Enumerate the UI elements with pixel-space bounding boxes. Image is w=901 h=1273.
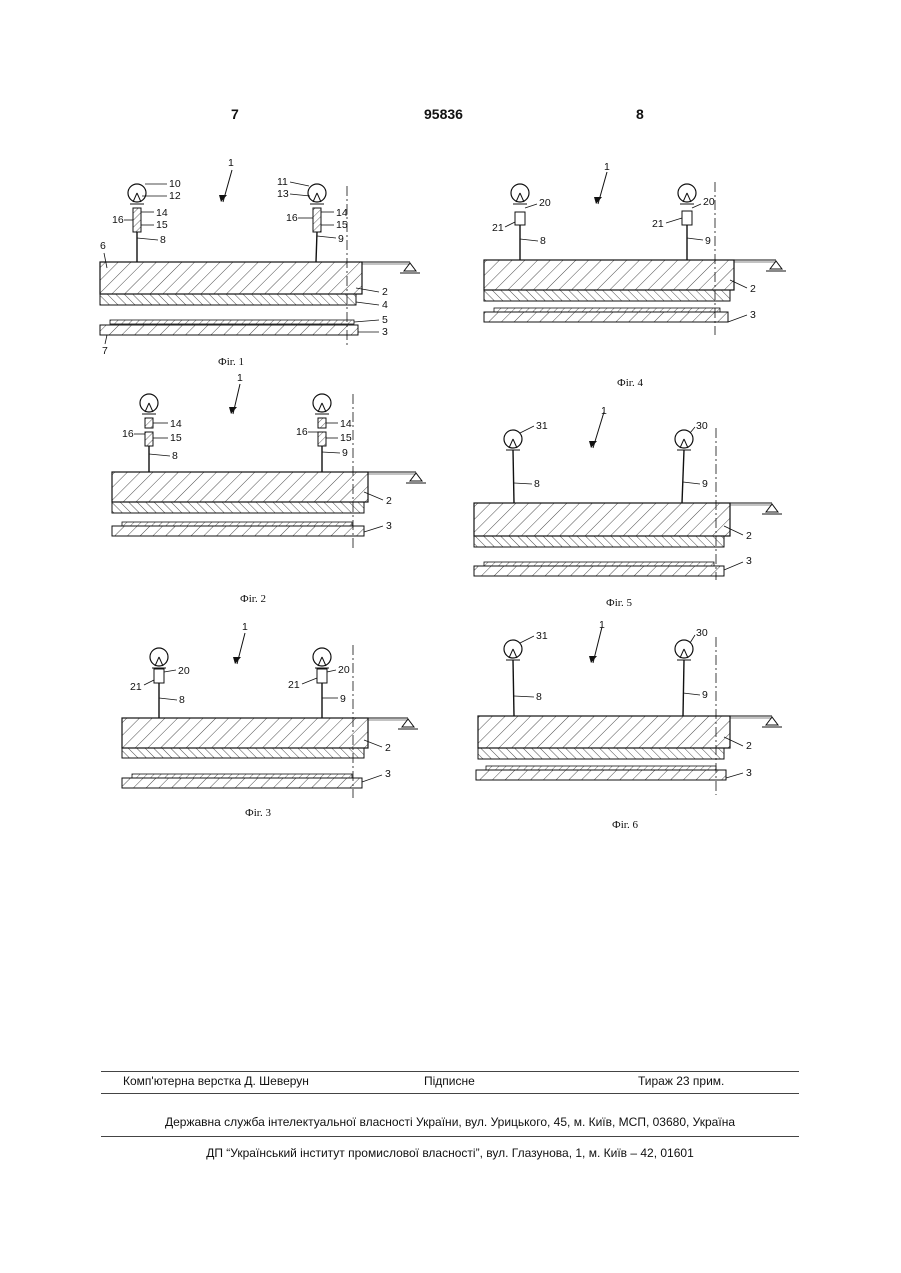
fig2-label-right-body: 16 bbox=[296, 426, 308, 438]
fig3-label-plate2: 2 bbox=[385, 742, 391, 754]
figure-2-drawing: 1 14 16 15 8 14 16 15 9 bbox=[100, 372, 430, 607]
figure-6: 1 31 8 30 9 2 3 Фіг. 6 bbox=[466, 615, 806, 835]
fig5-label-right-wheel: 30 bbox=[696, 420, 708, 432]
fig6-label-plate3: 3 bbox=[746, 767, 752, 779]
fig4-label-left-arm: 21 bbox=[492, 222, 504, 234]
fig4-label-right-rod: 9 bbox=[705, 235, 711, 247]
fig4-label-body: 1 bbox=[604, 161, 610, 173]
fig4-label-right-arm: 21 bbox=[652, 218, 664, 230]
footer-rule-middle bbox=[101, 1093, 799, 1094]
fig2-label-left-rod: 8 bbox=[172, 450, 178, 462]
fig1-label-left-wheel: 10 bbox=[169, 178, 181, 190]
footer-rule-bottom bbox=[101, 1136, 799, 1137]
signed-note: Підписне bbox=[424, 1074, 475, 1088]
fig2-label-right-upper: 14 bbox=[340, 418, 352, 430]
fig1-label-left-rod: 8 bbox=[160, 234, 166, 246]
typesetting-credit: Комп'ютерна верстка Д. Шеверун bbox=[123, 1074, 309, 1088]
fig6-label-plate2: 2 bbox=[746, 740, 752, 752]
fig1-label-right-lower: 15 bbox=[336, 219, 348, 231]
institute-address: ДП “Український інститут промислової вла… bbox=[101, 1146, 799, 1160]
fig3-label-plate3: 3 bbox=[385, 768, 391, 780]
figure-4-drawing: 1 20 21 8 20 21 9 2 3 bbox=[472, 160, 802, 395]
fig2-label-plate2: 2 bbox=[386, 495, 392, 507]
fig1-label-right-rod: 9 bbox=[338, 233, 344, 245]
fig2-caption: Фіг. 2 bbox=[240, 593, 266, 605]
fig1-label-left-axis: 12 bbox=[169, 190, 181, 202]
fig5-caption: Фіг. 5 bbox=[606, 597, 633, 609]
fig4-label-right-block: 20 bbox=[703, 196, 715, 208]
fig5-label-body: 1 bbox=[601, 405, 607, 417]
fig1-label-left-body: 16 bbox=[112, 214, 124, 226]
fig6-label-body: 1 bbox=[599, 619, 605, 631]
fig2-label-left-lower: 15 bbox=[170, 432, 182, 444]
fig1-label-plate2: 2 bbox=[382, 286, 388, 298]
fig2-label-plate3: 3 bbox=[386, 520, 392, 532]
fig1-label-left-lower: 15 bbox=[156, 219, 168, 231]
fig1-label-right-upper: 14 bbox=[336, 207, 348, 219]
fig4-label-left-block: 20 bbox=[539, 197, 551, 209]
figure-1: 1 10 12 14 15 16 8 11 13 14 15 16 9 bbox=[90, 150, 430, 370]
figure-3-drawing: 1 20 21 8 20 21 9 2 3 bbox=[110, 620, 430, 825]
fig6-label-right-wheel: 30 bbox=[696, 627, 708, 639]
fig4-caption: Фіг. 4 bbox=[617, 377, 644, 389]
fig1-label-base: 7 bbox=[102, 345, 108, 357]
fig1-label-plate3: 3 bbox=[382, 326, 388, 338]
footer-rule-top bbox=[101, 1071, 799, 1072]
fig1-label-plate4: 4 bbox=[382, 299, 388, 311]
fig5-label-plate3: 3 bbox=[746, 555, 752, 567]
figure-6-drawing: 1 31 8 30 9 2 3 Фіг. 6 bbox=[466, 615, 806, 835]
fig1-label-right-body: 16 bbox=[286, 212, 298, 224]
left-page-number: 7 bbox=[231, 106, 239, 122]
fig2-label-left-upper: 14 bbox=[170, 418, 182, 430]
figure-2: 1 14 16 15 8 14 16 15 9 bbox=[100, 372, 430, 607]
patent-number: 95836 bbox=[424, 106, 463, 122]
fig2-label-body: 1 bbox=[237, 372, 243, 384]
patent-office-address: Державна служба інтелектуальної власност… bbox=[101, 1115, 799, 1129]
fig6-label-left-rod: 8 bbox=[536, 691, 542, 703]
fig4-label-left-rod: 8 bbox=[540, 235, 546, 247]
fig2-label-right-lower: 15 bbox=[340, 432, 352, 444]
fig5-label-left-rod: 8 bbox=[534, 478, 540, 490]
fig5-label-right-rod: 9 bbox=[702, 478, 708, 490]
fig3-label-left-arm: 21 bbox=[130, 681, 142, 693]
figure-3: 1 20 21 8 20 21 9 2 3 bbox=[110, 620, 430, 825]
fig1-label-beam: 6 bbox=[100, 240, 106, 252]
fig3-label-left-rod: 8 bbox=[179, 694, 185, 706]
fig1-label-right-wheel: 11 bbox=[277, 176, 288, 188]
fig3-label-left-block: 20 bbox=[178, 665, 190, 677]
fig3-label-right-block: 20 bbox=[338, 664, 350, 676]
fig5-label-left-wheel: 31 bbox=[536, 420, 548, 432]
fig3-caption: Фіг. 3 bbox=[245, 807, 272, 819]
circulation-note: Тираж 23 прим. bbox=[638, 1074, 724, 1088]
fig2-label-right-rod: 9 bbox=[342, 447, 348, 459]
fig3-label-right-rod: 9 bbox=[340, 693, 346, 705]
fig1-label-right-axis: 13 bbox=[277, 188, 289, 200]
fig3-label-body: 1 bbox=[242, 621, 248, 633]
fig1-label-plate5: 5 bbox=[382, 314, 388, 326]
fig4-label-plate3: 3 bbox=[750, 309, 756, 321]
fig1-caption: Фіг. 1 bbox=[218, 356, 244, 368]
right-page-number: 8 bbox=[636, 106, 644, 122]
fig1-label-left-upper: 14 bbox=[156, 207, 168, 219]
fig2-label-left-body: 16 bbox=[122, 428, 134, 440]
figure-1-drawing: 1 10 12 14 15 16 8 11 13 14 15 16 9 bbox=[90, 150, 430, 370]
figure-5: 1 31 8 30 9 2 3 Фіг. 5 bbox=[466, 400, 806, 615]
fig1-label-body: 1 bbox=[228, 157, 234, 169]
figure-5-drawing: 1 31 8 30 9 2 3 Фіг. 5 bbox=[466, 400, 806, 615]
fig3-label-right-arm: 21 bbox=[288, 679, 300, 691]
fig6-label-left-wheel: 31 bbox=[536, 630, 548, 642]
fig4-label-plate2: 2 bbox=[750, 283, 756, 295]
fig6-label-right-rod: 9 bbox=[702, 689, 708, 701]
figure-4: 1 20 21 8 20 21 9 2 3 bbox=[472, 160, 802, 395]
fig5-label-plate2: 2 bbox=[746, 530, 752, 542]
fig6-caption: Фіг. 6 bbox=[612, 819, 639, 831]
